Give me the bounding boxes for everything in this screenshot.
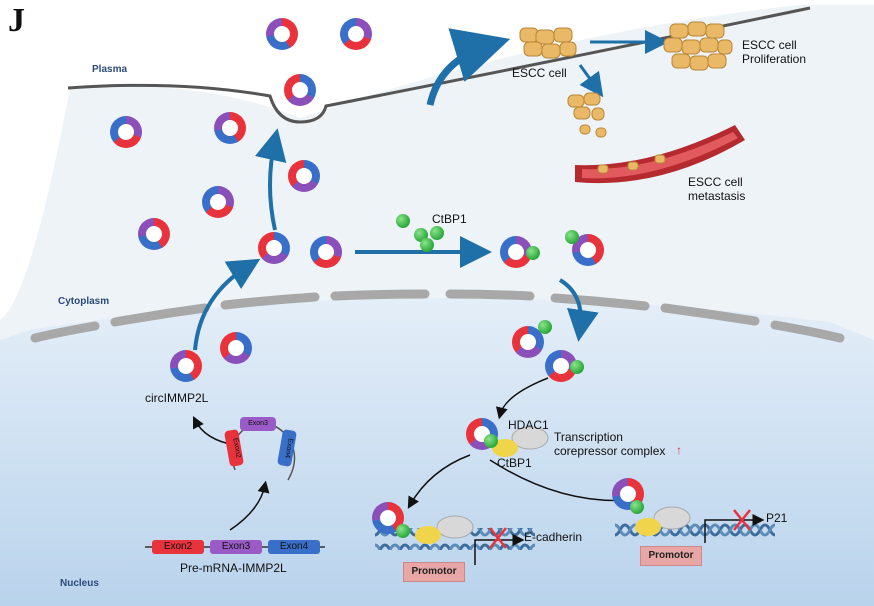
escc-cell-cluster <box>519 27 577 59</box>
ecadherin-label: E-cadherin <box>524 530 583 544</box>
p21-label: P21 <box>766 511 788 525</box>
circrna-nuclear-1 <box>170 350 202 382</box>
metastasis-line1: ESCC cell <box>688 175 743 189</box>
ctbp1-bound-4 <box>570 360 584 374</box>
complex-up-arrow: ↑ <box>676 443 682 457</box>
circ-exon4 <box>277 429 297 467</box>
promotor-ecad: Promotor <box>403 562 465 582</box>
hdac1-right <box>653 506 691 530</box>
ctbp1-complex-label: CtBP1 <box>497 456 532 470</box>
plasma-membrane <box>67 6 811 124</box>
circrna-nuclear-2 <box>220 332 252 364</box>
metastasis-line2: metastasis <box>688 189 746 203</box>
proliferation-line2: Proliferation <box>742 52 807 66</box>
circrna-bound-3 <box>512 326 544 358</box>
nuclear-envelope <box>30 289 845 343</box>
circ-exon2 <box>224 429 244 467</box>
circrna-extracellular-2 <box>340 18 372 50</box>
left-branch-arrow <box>407 454 471 509</box>
complex-arrow <box>496 377 549 420</box>
ctbp1-p21-dot <box>630 500 644 514</box>
migration-arrow <box>578 64 604 98</box>
ctbp1-complex-dot <box>484 434 498 448</box>
circ-exon3 <box>240 417 276 431</box>
cytoplasm-label: Cytoplasm <box>58 296 110 307</box>
proliferation-line1: ESCC cell <box>742 38 797 52</box>
nucleus-label: Nucleus <box>60 578 99 589</box>
premrna-label: Pre-mRNA-IMMP2L <box>180 561 287 575</box>
ctbp1-bound-3 <box>538 320 552 334</box>
circrna-exosome <box>284 74 316 106</box>
ctbp1-bound-1 <box>526 246 540 260</box>
p21-block-icon <box>733 509 751 531</box>
exon4-linear: Exon4 <box>268 540 320 554</box>
ctbp1-dot-1 <box>396 214 410 228</box>
ctbp1-ecad-dot <box>396 524 410 538</box>
ctbp1-label: CtBP1 <box>432 212 467 226</box>
secretion-arrow <box>255 128 287 231</box>
ctbp1-shape <box>492 439 518 457</box>
export-arrow <box>193 258 261 351</box>
circulating-cells <box>597 154 666 174</box>
ctbp1-dot-4 <box>420 238 434 252</box>
exon3-circ-label: Exon3 <box>248 420 268 427</box>
plasma-label: Plasma <box>92 64 128 75</box>
circrna-cyto-6 <box>258 232 290 264</box>
nucleus-region <box>0 297 874 606</box>
circrna-cyto-4 <box>202 186 234 218</box>
circrna-extracellular-1 <box>266 18 298 50</box>
exon3-linear: Exon3 <box>210 540 262 554</box>
hdac1-left <box>436 515 474 539</box>
circrna-cyto-7 <box>310 236 342 268</box>
exon2-linear: Exon2 <box>152 540 204 554</box>
hdac1-shape <box>511 426 549 450</box>
ctbp1-dot-3 <box>430 226 444 240</box>
ctbp1-right <box>635 518 661 536</box>
escc-cell-label: ESCC cell <box>512 66 567 80</box>
circrna-cyto-3 <box>288 160 320 192</box>
circimmp2l-label: circIMMP2L <box>145 391 209 405</box>
circrna-cyto-5 <box>138 218 170 250</box>
promotor-p21: Promotor <box>640 546 702 566</box>
proliferation-cluster <box>663 21 733 71</box>
circrna-ecad-complex <box>372 502 404 534</box>
splice-arrow <box>229 480 270 531</box>
circrna-cyto-1 <box>110 116 142 148</box>
panel-letter: J <box>8 2 25 39</box>
ctbp1-bound-2 <box>565 230 579 244</box>
complex-title-line1: Transcription <box>554 430 623 444</box>
ecad-tss <box>474 534 525 565</box>
import-arrow <box>558 278 599 342</box>
ecad-block-icon <box>489 527 507 549</box>
hdac1-label: HDAC1 <box>508 418 549 432</box>
ctbp1-left <box>415 526 441 544</box>
circrna-cyto-2 <box>214 112 246 144</box>
uptake-arrow <box>426 28 511 106</box>
migrating-cluster <box>567 92 607 138</box>
complex-title-line2: corepressor complex <box>554 444 666 458</box>
